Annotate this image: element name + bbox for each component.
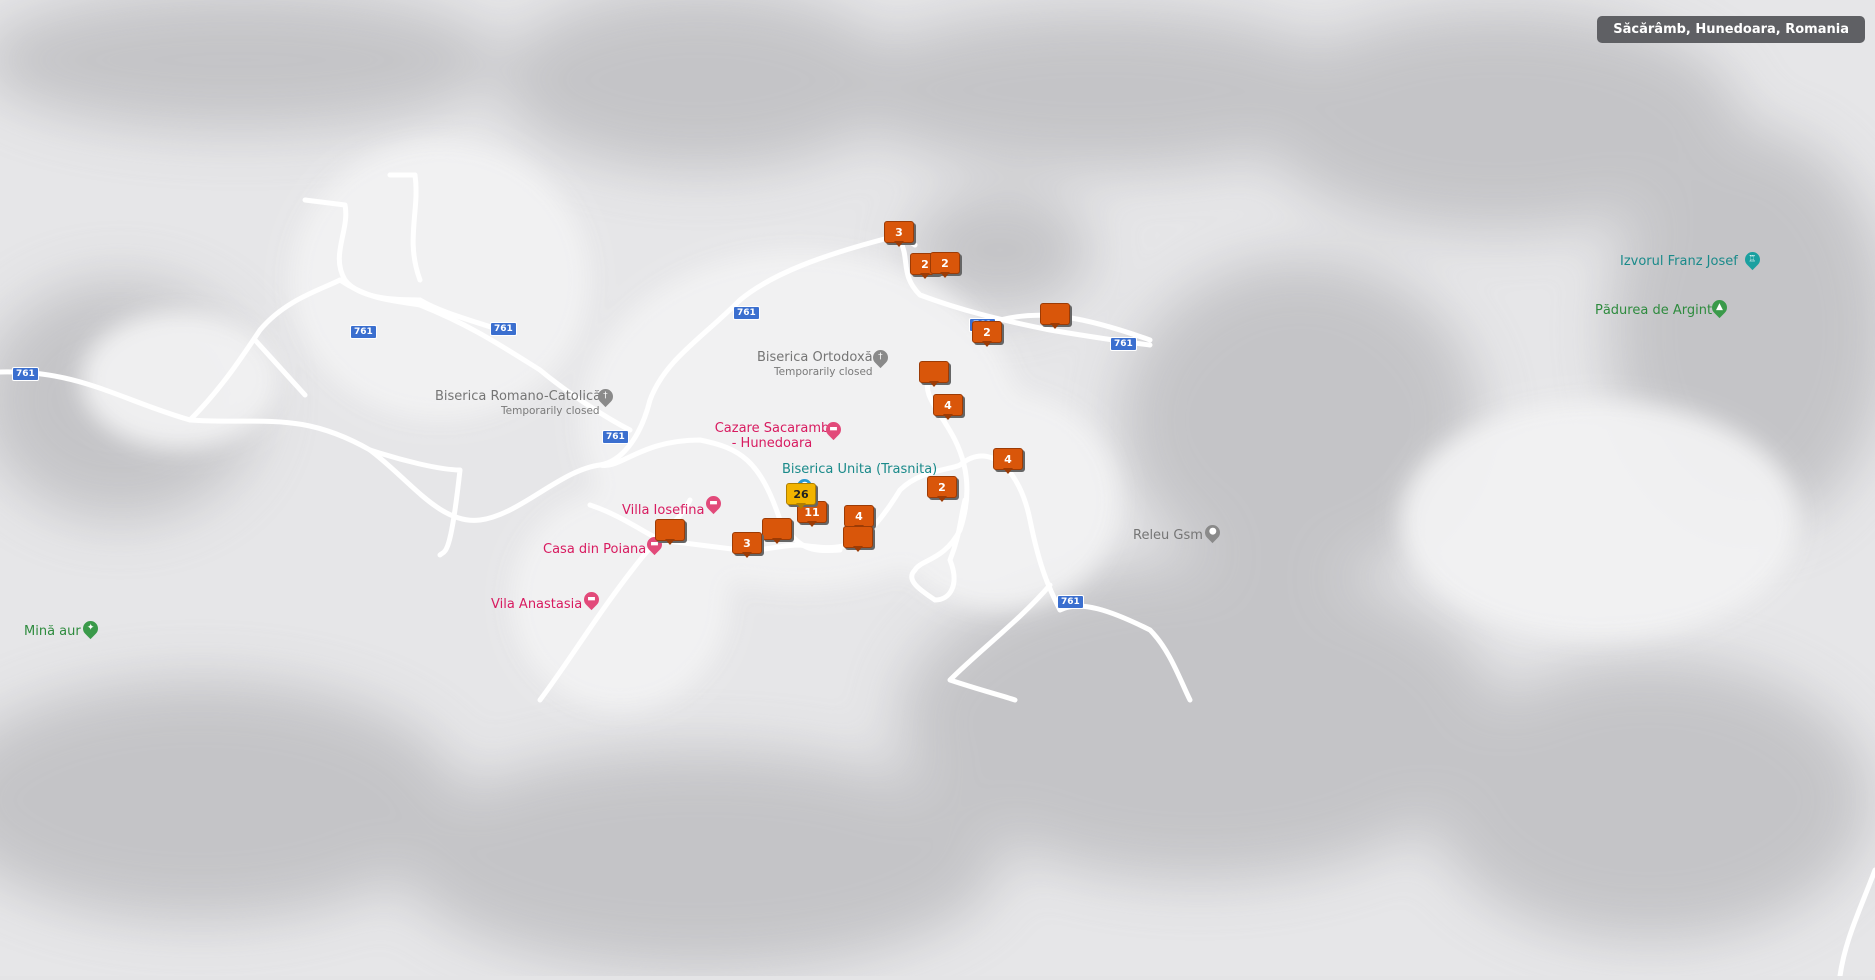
poi-label[interactable]: Mină aur bbox=[24, 624, 81, 639]
poi-label[interactable]: Casa din Poiana bbox=[543, 542, 647, 557]
poi-label[interactable]: Biserica Romano-Catolică Temporarily clo… bbox=[435, 389, 602, 417]
map-marker[interactable] bbox=[762, 518, 792, 544]
poi-label[interactable]: Biserica Ortodoxă Temporarily closed bbox=[757, 350, 873, 378]
route-shield: 761 bbox=[1110, 337, 1137, 351]
route-shield: 761 bbox=[350, 325, 377, 339]
route-shield: 761 bbox=[1057, 595, 1084, 609]
map-marker[interactable] bbox=[655, 519, 685, 545]
map-marker[interactable]: 4 bbox=[933, 394, 963, 420]
route-shield: 761 bbox=[733, 306, 760, 320]
poi-label[interactable]: Biserica Unita (Trasnita) bbox=[782, 462, 938, 477]
map-marker[interactable]: 2 bbox=[927, 476, 957, 502]
map-marker[interactable]: 2 bbox=[930, 252, 960, 278]
poi-label[interactable]: Izvorul Franz Josef bbox=[1620, 254, 1738, 269]
route-shield: 761 bbox=[490, 322, 517, 336]
map-marker-cluster[interactable]: 26 bbox=[786, 483, 816, 509]
route-shield: 761 bbox=[602, 430, 629, 444]
route-shield: 761 bbox=[12, 367, 39, 381]
poi-label[interactable]: Cazare Sacaramb - Hunedoara bbox=[714, 421, 830, 451]
poi-label[interactable]: Vila Anastasia bbox=[491, 597, 583, 612]
poi-label[interactable]: Pădurea de Argint bbox=[1595, 303, 1713, 318]
map-marker[interactable] bbox=[919, 361, 949, 387]
poi-label[interactable]: Villa Iosefina bbox=[622, 503, 705, 518]
map-marker[interactable]: 4 bbox=[844, 505, 874, 531]
poi-label[interactable]: Releu Gsm bbox=[1133, 528, 1203, 543]
map-marker[interactable] bbox=[1040, 303, 1070, 329]
map-marker[interactable] bbox=[843, 526, 873, 552]
map-marker[interactable]: 3 bbox=[884, 221, 914, 247]
location-badge: Săcărâmb, Hunedoara, Romania bbox=[1597, 16, 1865, 43]
map-marker[interactable]: 4 bbox=[993, 448, 1023, 474]
map-marker[interactable]: 3 bbox=[732, 532, 762, 558]
map-marker[interactable]: 2 bbox=[972, 321, 1002, 347]
